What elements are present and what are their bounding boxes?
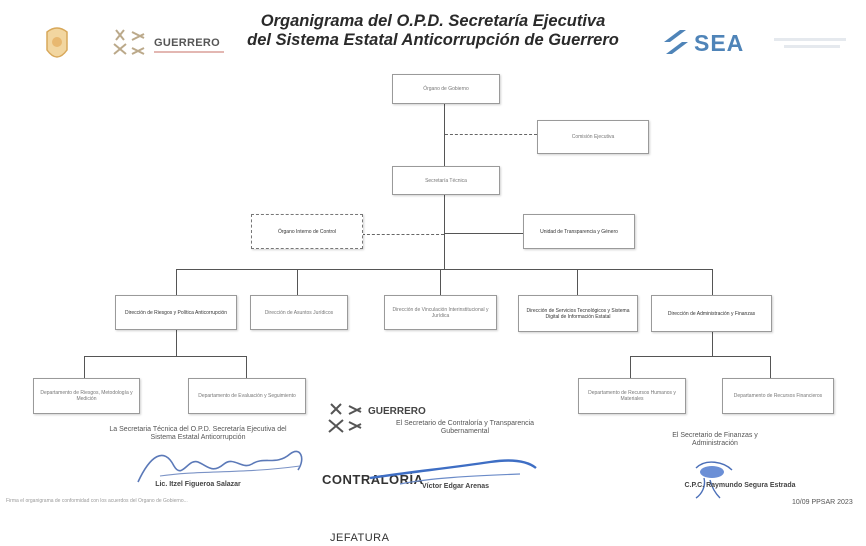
contraloria-stamp-bottom: JEFATURA [330, 532, 390, 544]
left-signature-scribble [130, 436, 310, 488]
org-box-depto-recursos-financieros: Departamento de Recursos Financieros [722, 378, 834, 414]
right-signer-name: C.P.C. Raymundo Segura Estrada [684, 482, 796, 489]
footer-code: 10/09 PPSAR 2023 [792, 499, 853, 506]
org-box-depto-evaluacion: Departamento de Evaluación y Seguimiento [188, 378, 306, 414]
contraloria-stamp-main: CONTRALORÍA [322, 472, 424, 487]
org-box-direccion-vinculacion: Dirección de Vinculación Interinstitucio… [384, 295, 497, 330]
middle-signer-name: Víctor Edgar Arenas [422, 483, 490, 490]
page-title: Organigrama del O.P.D. Secretaría Ejecut… [0, 12, 866, 50]
right-signature-scribble [676, 454, 756, 500]
org-box-direccion-servicios-tecnologicos: Dirección de Servicios Tecnológicos y Si… [518, 295, 638, 332]
contraloria-stamp-mark-icon [325, 400, 365, 434]
middle-signature-scribble [360, 448, 540, 488]
middle-signer-role: El Secretario de Contraloría y Transpare… [395, 420, 535, 435]
org-box-organo-gobierno: Órgano de Gobierno [392, 74, 500, 104]
title-line-1: Organigrama del O.P.D. Secretaría Ejecut… [260, 12, 606, 30]
left-signer-role: La Secretaria Técnica del O.P.D. Secreta… [109, 426, 287, 441]
guerrero-logo-text: GUERRERO [154, 37, 220, 49]
guerrero-crest-icon [44, 26, 70, 64]
left-signer-name: Lic. Itzel Figueroa Salazar [155, 481, 241, 488]
right-signer-role: El Secretario de Finanzas y Administraci… [672, 432, 758, 447]
org-box-unidad-transparencia: Unidad de Transparencia y Género [523, 214, 635, 249]
footer-note: Firma el organigrama de conformidad con … [6, 498, 188, 504]
org-box-secretaria-tecnica: Secretaría Técnica [392, 166, 500, 195]
org-box-organo-interno-control: Órgano Interno de Control [251, 214, 363, 249]
org-box-comision-ejecutiva: Comisión Ejecutiva [537, 120, 649, 154]
org-box-direccion-administracion: Dirección de Administración y Finanzas [651, 295, 772, 332]
sea-logo-text: SEA [694, 30, 745, 56]
org-box-depto-riesgos: Departamento de Riesgos, Metodología y M… [33, 378, 140, 414]
sea-logo: SEA [660, 28, 860, 62]
contraloria-stamp-top: GUERRERO [368, 406, 426, 417]
org-box-direccion-juridicos: Dirección de Asuntos Jurídicos [250, 295, 348, 330]
sea-mark-icon [664, 30, 688, 54]
org-box-depto-recursos-humanos: Departamento de Recursos Humanos y Mater… [578, 378, 686, 414]
guerrero-logo: GUERRERO [110, 26, 230, 60]
title-line-2: del Sistema Estatal Anticorrupción de Gu… [247, 31, 619, 49]
org-box-direccion-riesgos: Dirección de Riesgos y Política Anticorr… [115, 295, 237, 330]
